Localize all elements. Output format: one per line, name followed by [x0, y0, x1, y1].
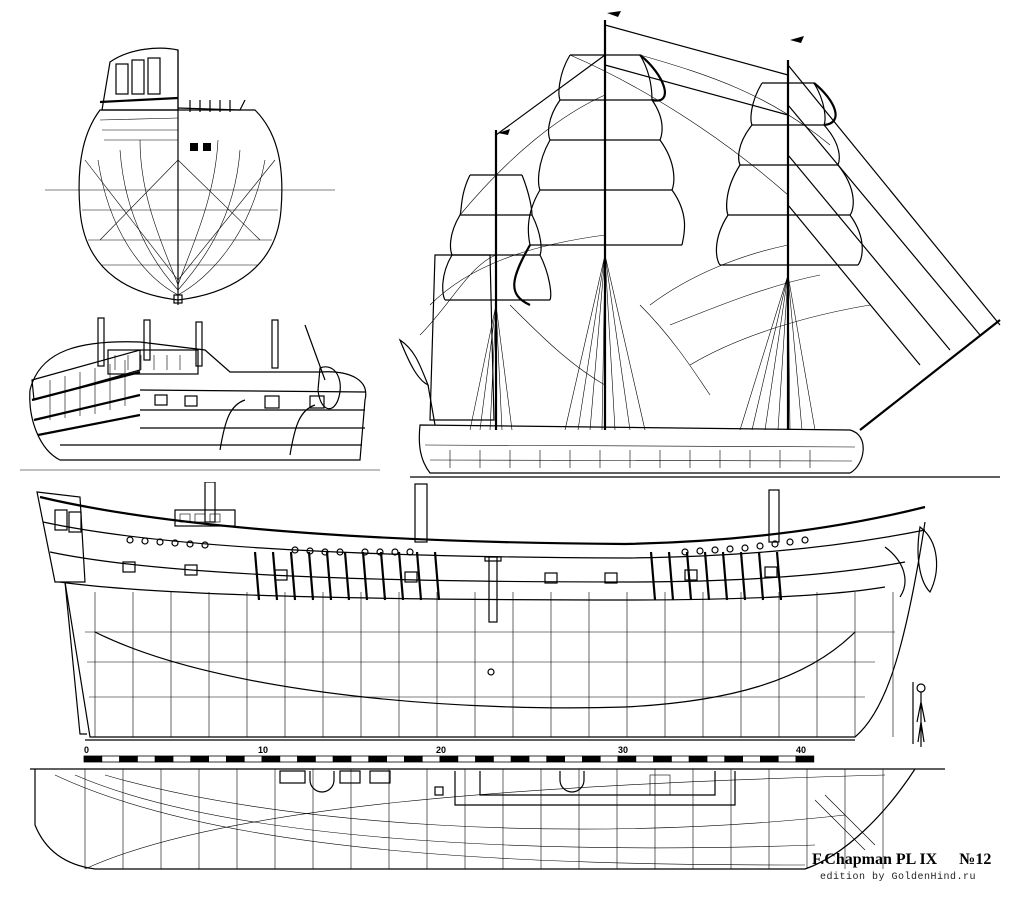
scale-label-0: 0 — [84, 745, 89, 755]
scale-label-20: 20 — [436, 745, 446, 755]
plate-caption: F.Chapman PL IX №12 — [812, 851, 991, 869]
scale-label-30: 30 — [618, 745, 628, 755]
scale-bar: 0 10 20 30 40 — [80, 745, 820, 765]
plate-title: F.Chapman PL IX — [812, 851, 938, 868]
sheer-plan-drawing — [25, 482, 985, 752]
scale-label-40: 40 — [796, 745, 806, 755]
body-plan-drawing — [40, 40, 340, 310]
edition-credit: edition by GoldenHind.ru — [820, 872, 977, 883]
scale-label-10: 10 — [258, 745, 268, 755]
stern-perspective-drawing — [20, 310, 380, 475]
sail-plan-drawing — [390, 5, 1015, 480]
plate-number: №12 — [959, 851, 992, 868]
half-breadth-plan-drawing — [25, 765, 955, 875]
